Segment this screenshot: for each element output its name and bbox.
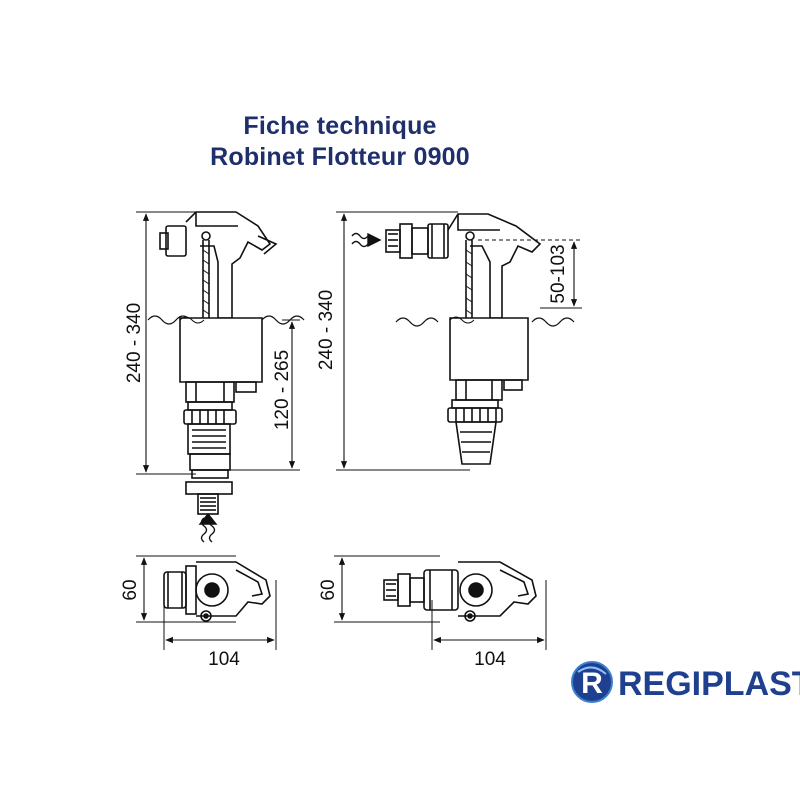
page-subtitle: Robinet Flotteur 0900 <box>210 143 470 171</box>
side-water-inlet-icon <box>351 232 382 248</box>
bottom-left-depth-label: 60 <box>120 579 141 600</box>
bottom-left-width-label: 104 <box>208 649 240 670</box>
brand-name: REGIPLAST <box>618 665 800 703</box>
right-height-label: 240 - 340 <box>316 290 337 370</box>
bottom-right-depth-label: 60 <box>318 579 339 600</box>
bottom-right-width-label: 104 <box>474 649 506 670</box>
water-inlet-icon <box>198 512 218 543</box>
bottom-left-top-view <box>136 555 277 650</box>
left-height-label: 240 - 340 <box>124 303 145 383</box>
left-water-label: 120 - 265 <box>272 350 293 430</box>
right-front-view <box>336 211 582 471</box>
right-offset-label: 50-103 <box>548 244 569 303</box>
logo-letter: R <box>581 667 603 700</box>
bottom-right-top-view <box>334 555 547 650</box>
brand-logo: R REGIPLAST <box>571 661 800 703</box>
left-front-view <box>136 211 305 515</box>
page-title: Fiche technique <box>243 112 437 140</box>
